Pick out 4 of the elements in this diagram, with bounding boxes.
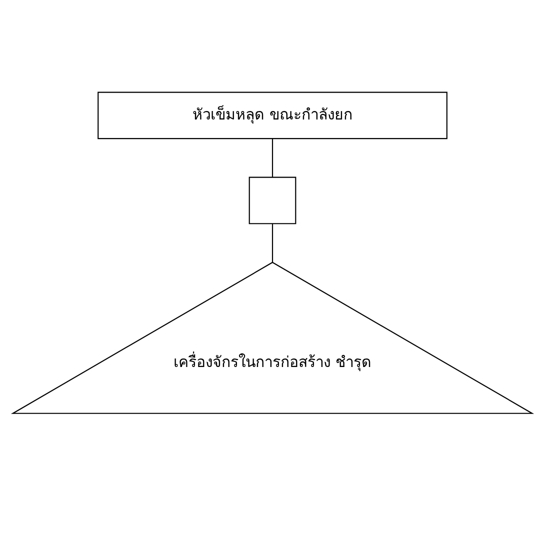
connector	[272, 138, 274, 178]
node-box: หัวเข็มหลุด ขณะกำลังยก	[98, 92, 448, 140]
connector	[272, 224, 274, 262]
node-gate	[248, 176, 296, 224]
